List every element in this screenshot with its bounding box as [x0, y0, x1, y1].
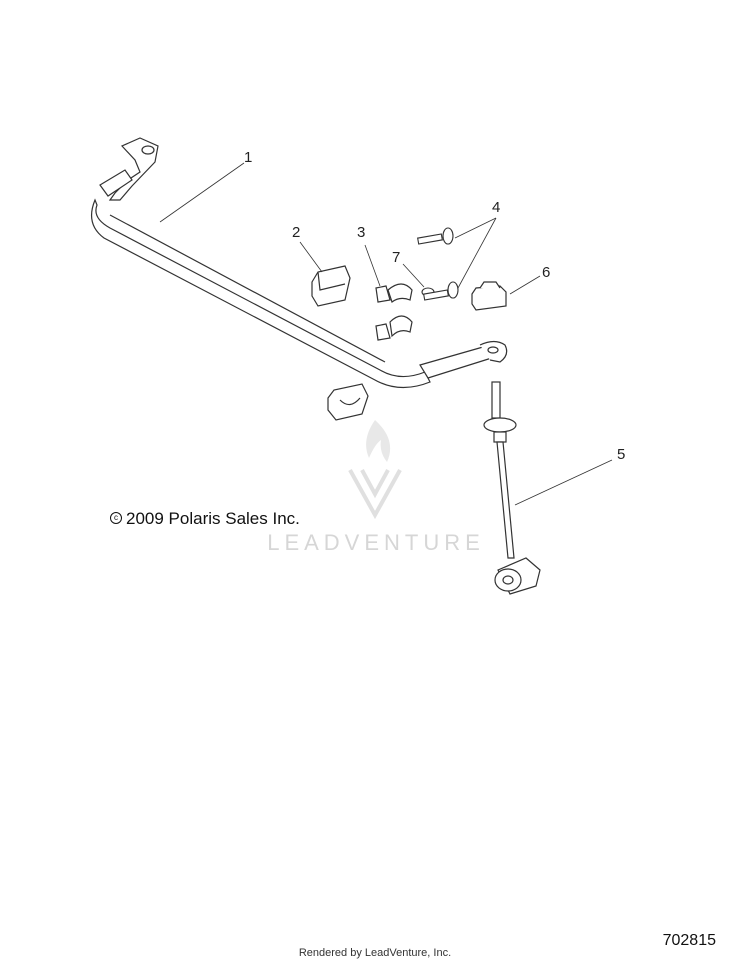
figure-number: 702815 — [662, 932, 716, 949]
bushing-lower — [327, 383, 369, 421]
callout-3: 3 — [357, 224, 366, 241]
sway-bar — [90, 137, 508, 389]
callout-5: 5 — [617, 446, 626, 463]
copyright-icon: c — [110, 511, 122, 524]
link-rod — [483, 381, 613, 595]
copyright-text: 2009 Polaris Sales Inc. — [126, 509, 300, 528]
bracket — [471, 275, 541, 311]
clamp — [364, 244, 413, 341]
bushing — [299, 241, 351, 307]
callout-6: 6 — [542, 264, 551, 281]
callout-7: 7 — [392, 249, 401, 266]
bolts — [417, 217, 497, 301]
render-credit: Rendered by LeadVenture, Inc. — [298, 947, 452, 959]
copyright-notice: c 2009 Polaris Sales Inc. — [110, 509, 300, 529]
callout-4: 4 — [492, 199, 501, 216]
callout-1: 1 — [244, 149, 253, 166]
watermark-logo — [348, 420, 402, 520]
watermark-text: LEADVENTURE — [267, 530, 485, 555]
callout-2: 2 — [292, 224, 301, 241]
